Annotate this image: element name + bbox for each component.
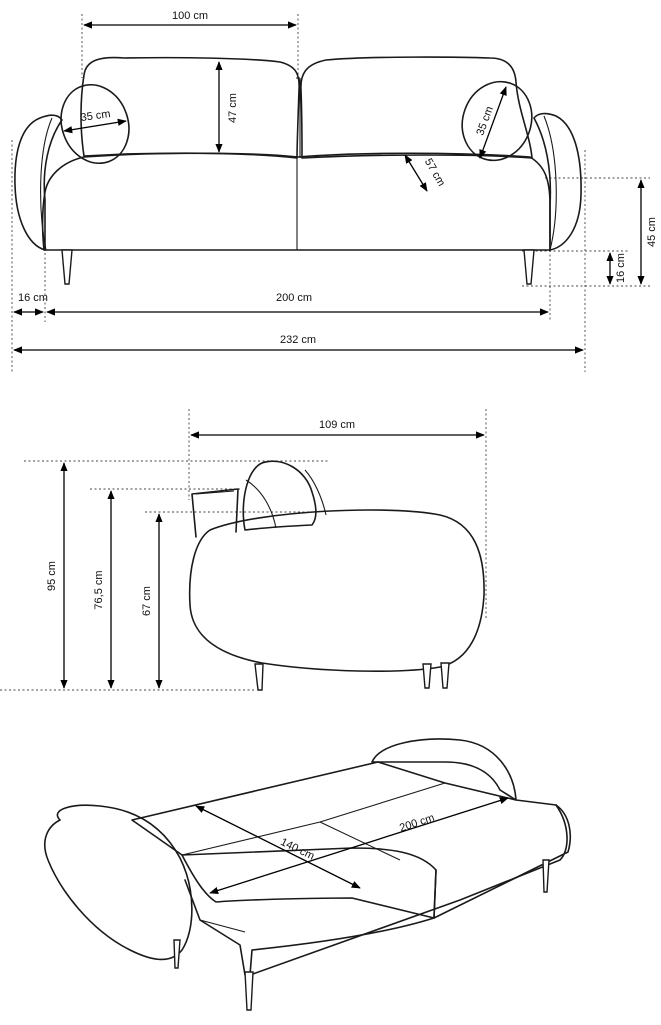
bed-view: 140 cm 200 cm xyxy=(44,738,572,1011)
front-left-pillow-label: 35 cm xyxy=(80,108,111,124)
front-seat-depth-label: 57 cm xyxy=(422,157,447,189)
side-total-height-label: 95 cm xyxy=(46,561,58,591)
front-width-cushion-label: 100 cm xyxy=(172,10,208,22)
side-depth-label: 109 cm xyxy=(319,419,355,431)
bed-width-label: 140 cm xyxy=(278,836,316,863)
bed-length-label: 200 cm xyxy=(398,812,436,835)
front-leg-height-label: 16 cm xyxy=(615,253,627,283)
side-backrest-height-label: 76,5 cm xyxy=(93,570,105,609)
front-right-pillow-label: 35 cm xyxy=(474,105,496,137)
side-view: 109 cm 95 cm 76,5 cm 67 cm xyxy=(0,409,487,691)
front-seat-height-label: 45 cm xyxy=(646,217,658,247)
front-backrest-height-label: 47 cm xyxy=(227,93,239,123)
front-view: 100 cm 47 cm 35 cm 35 cm 57 cm 45 cm 16 … xyxy=(11,10,658,372)
side-armrest-height-label: 67 cm xyxy=(141,586,153,616)
front-total-width-label: 232 cm xyxy=(280,334,316,346)
front-seat-width-label: 200 cm xyxy=(276,292,312,304)
front-armrest-width-label: 16 cm xyxy=(18,292,48,304)
